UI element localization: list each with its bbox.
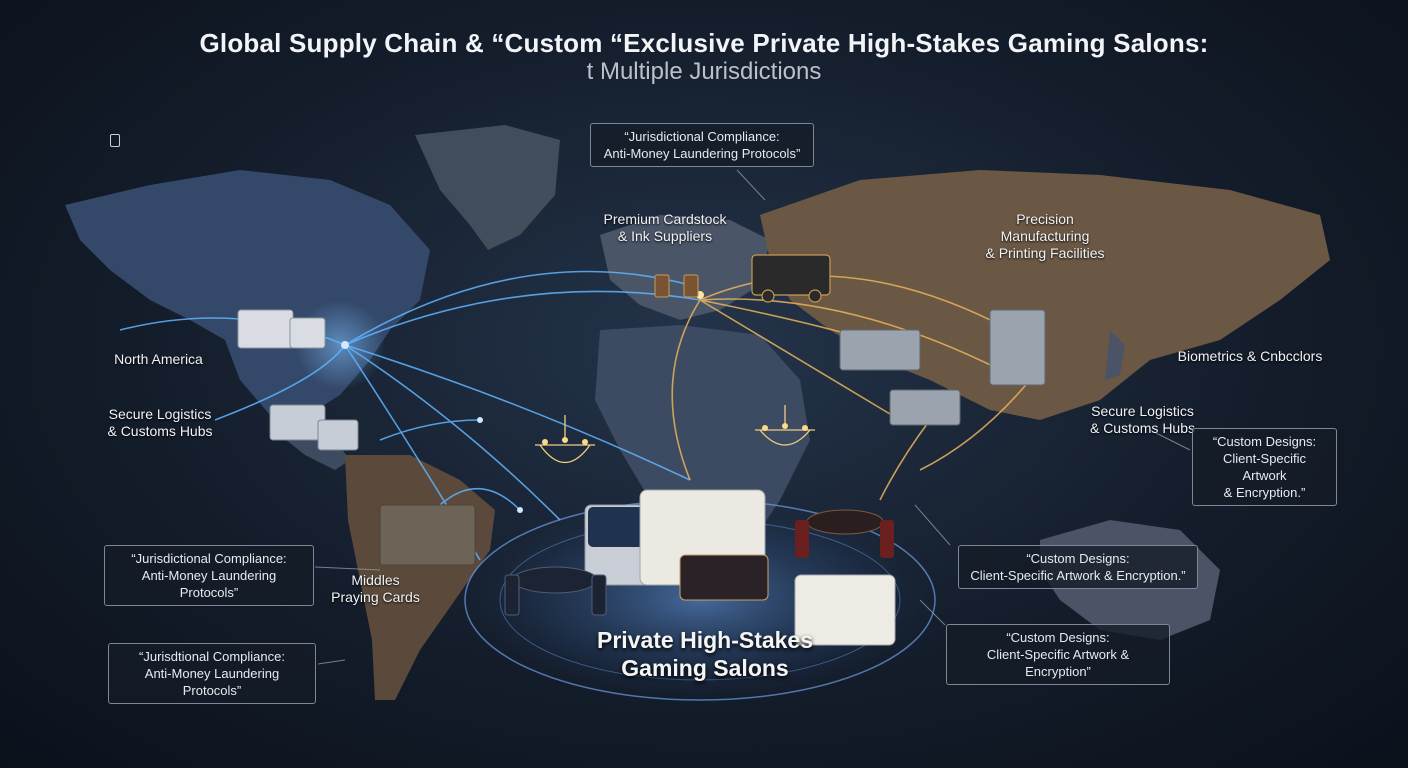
factory-icon [379, 504, 476, 566]
callout-compliance-top: “Jurisdictional Compliance: Anti-Money L… [590, 123, 814, 167]
card-deck-icon [584, 489, 896, 646]
label-secure-logistics-left: Secure Logistics & Customs Hubs [107, 406, 213, 439]
page-subtitle: t Multiple Jurisdictions [586, 58, 822, 85]
callout-compliance-left-1: “Jurisdictional Compliance: Anti-Money L… [104, 545, 314, 606]
truck-icon [269, 404, 359, 451]
label-premium-cardstock: Premium Cardstock & Ink Suppliers [603, 211, 727, 244]
leader-lines [314, 169, 1191, 665]
label-middles-playing-cards: Middles Praying Cards [331, 572, 420, 605]
north-america-shape [65, 170, 430, 420]
callout-custom-designs-mid: “Custom Designs: Client-Specific Artwork… [958, 545, 1198, 589]
label-secure-logistics-right: Secure Logistics & Customs Hubs [1089, 403, 1196, 436]
callout-custom-designs-low: “Custom Designs: Client-Specific Artwork… [946, 624, 1170, 685]
page-title: Global Supply Chain & “Custom “Exclusive… [199, 28, 1209, 58]
machinery-icon [839, 309, 1046, 426]
callout-custom-designs-right: “Custom Designs: Client-Specific Artwork… [1192, 428, 1337, 506]
van-icon [751, 254, 831, 303]
greenland-shape [415, 125, 560, 250]
label-north-america: North America [114, 351, 203, 367]
document-icon [110, 134, 120, 147]
table-icon [504, 509, 894, 616]
salon-title: Private High-Stakes Gaming Salons [596, 627, 814, 681]
label-biometrics: Biometrics & Cnbcclors [1177, 348, 1323, 364]
callout-compliance-left-2: “Jurisdtional Compliance: Anti-Money Lau… [108, 643, 316, 704]
japan-shape [1105, 330, 1125, 380]
equipment-icon [237, 309, 326, 349]
jar-icon [654, 274, 699, 298]
label-precision-manufacturing: Precision Manufacturing & Printing Facil… [985, 211, 1105, 261]
